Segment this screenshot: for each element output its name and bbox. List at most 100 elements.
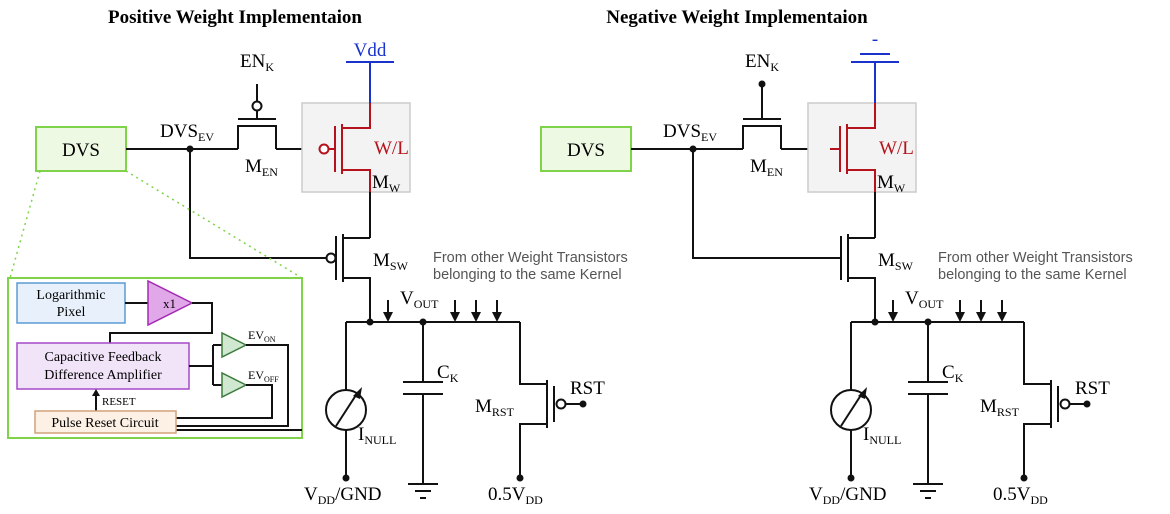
title-negative: Negative Weight Implementaion (606, 7, 868, 28)
svg-text:EVON: EVON (248, 328, 276, 344)
dvs-ev-label-neg: DVS (663, 121, 701, 142)
m-w-label: M (372, 172, 389, 193)
ev-on-label: EV (248, 328, 264, 342)
ground-symbol (408, 483, 438, 499)
svg-text:MRST: MRST (980, 396, 1020, 419)
buffer-label: x1 (163, 296, 176, 311)
ground-symbol-neg (913, 483, 943, 499)
m-en-sub: EN (262, 165, 278, 179)
m-sw-sub: SW (390, 259, 409, 273)
title-positive: Positive Weight Implementaion (108, 7, 362, 28)
ev-off-sub: OFF (264, 375, 279, 384)
svg-text:INULL: INULL (863, 424, 901, 447)
c-k-sub: K (450, 371, 459, 385)
m-en-channel (237, 125, 277, 149)
svg-text:MW: MW (372, 172, 401, 195)
svg-text:INULL: INULL (358, 424, 396, 447)
vdd-gnd-rest: /GND (335, 484, 381, 505)
v-out-label: V (400, 288, 414, 309)
dvs-label: DVS (62, 140, 100, 161)
ev-off-label: EV (248, 368, 264, 382)
svg-text:MEN: MEN (245, 156, 278, 179)
svg-text:CK: CK (942, 362, 964, 385)
vdd-gnd-rest-neg: /GND (840, 484, 886, 505)
en-k-label-neg: EN (745, 51, 771, 72)
incoming-arrows (383, 300, 502, 322)
vdd-label: Vdd (354, 40, 387, 61)
dvs-label-neg: DVS (567, 140, 605, 161)
note-line2: belonging to the same Kernel (433, 267, 622, 283)
i-null-label-neg: I (863, 424, 869, 445)
log-pixel-line2: Pixel (57, 305, 86, 320)
m-en-channel-neg (742, 125, 782, 149)
v-out-sub: OUT (414, 297, 439, 311)
m-sw-label: M (373, 250, 390, 271)
svg-text:VDD/GND: VDD/GND (304, 484, 382, 507)
svg-text:MSW: MSW (373, 250, 409, 273)
m-en-label-neg: M (750, 156, 767, 177)
c-k-sub-neg: K (955, 371, 964, 385)
rst-label-neg: RST (1075, 378, 1110, 399)
amp-line2: Difference Amplifier (44, 368, 162, 383)
comparator-on (221, 331, 248, 359)
svg-text:VDD/GND: VDD/GND (809, 484, 887, 507)
i-null-sub-neg: NULL (869, 433, 901, 447)
ev-on-sub: ON (264, 335, 276, 344)
vdd-gnd-sub-neg: DD (823, 493, 841, 507)
dvs-ev-sub: EV (198, 130, 214, 144)
m-en-label: M (245, 156, 262, 177)
m-sw-sub-neg: SW (895, 259, 914, 273)
weight-box-neg (807, 102, 917, 193)
m-rst-label-neg: M (980, 396, 997, 417)
minus-label: - (872, 29, 878, 50)
buffer-x1 (147, 279, 194, 327)
half-vdd-label-neg: 0.5V (993, 484, 1031, 505)
svg-text:MEN: MEN (750, 156, 783, 179)
v-out-sub-neg: OUT (919, 297, 944, 311)
m-sw-label-neg: M (878, 250, 895, 271)
half-vdd-sub: DD (525, 493, 543, 507)
m-en-sub-neg: EN (767, 165, 783, 179)
svg-text:CK: CK (437, 362, 459, 385)
comparator-off (221, 371, 248, 399)
dvs-ev-label: DVS (160, 121, 198, 142)
reset-label: RESET (102, 396, 136, 408)
incoming-arrows-neg (888, 300, 1007, 322)
pulse-reset-label: Pulse Reset Circuit (51, 416, 158, 431)
svg-text:VOUT: VOUT (905, 288, 944, 311)
svg-text:MSW: MSW (878, 250, 914, 273)
vdd-gnd-label-neg: V (809, 484, 823, 505)
i-null-label: I (358, 424, 364, 445)
note-line2-neg: belonging to the same Kernel (938, 267, 1127, 283)
m-rst-bubble (555, 398, 567, 410)
note-line1: From other Weight Transistors (433, 250, 628, 266)
w-l-label: W/L (374, 138, 409, 159)
v-out-label-neg: V (905, 288, 919, 309)
w-l-label-neg: W/L (879, 138, 914, 159)
i-null-sub: NULL (364, 433, 396, 447)
log-pixel-line1: Logarithmic (36, 288, 105, 303)
dvs-block (35, 126, 127, 172)
dvs-ev-sub-neg: EV (701, 130, 717, 144)
m-rst-label: M (475, 396, 492, 417)
svg-text:0.5VDD: 0.5VDD (488, 484, 543, 507)
vdd-gnd-sub: DD (318, 493, 336, 507)
note-line1-neg: From other Weight Transistors (938, 250, 1133, 266)
m-w-label-neg: M (877, 172, 894, 193)
m-rst-sub-neg: RST (997, 405, 1020, 419)
en-k-label: EN (240, 51, 266, 72)
en-k-sub: K (265, 60, 274, 74)
vdd-gnd-label: V (304, 484, 318, 505)
svg-text:ENK: ENK (240, 51, 274, 74)
amp-line1: Capacitive Feedback (44, 350, 161, 365)
rst-label: RST (570, 378, 605, 399)
m-sw-bubble (325, 252, 337, 264)
svg-text:VOUT: VOUT (400, 288, 439, 311)
m-w-sub: W (389, 181, 401, 195)
svg-text:ENK: ENK (745, 51, 779, 74)
svg-text:0.5VDD: 0.5VDD (993, 484, 1048, 507)
half-vdd-label: 0.5V (488, 484, 526, 505)
svg-text:EVOFF: EVOFF (248, 368, 279, 384)
m-w-sub-neg: W (894, 181, 906, 195)
